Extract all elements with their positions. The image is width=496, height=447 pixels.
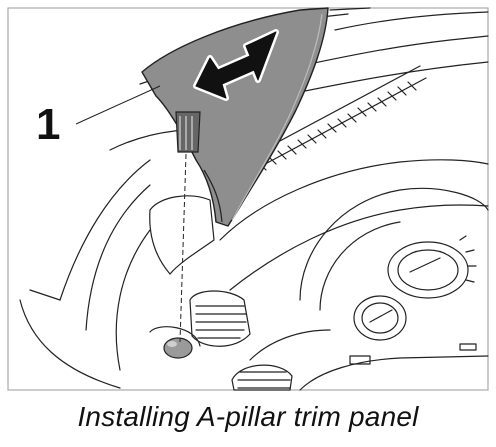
figure-caption: Installing A-pillar trim panel	[77, 401, 419, 432]
lower-dash-line	[299, 355, 489, 391]
dashboard-sweep-2	[229, 204, 489, 291]
lower-dash-line-2	[249, 329, 331, 361]
cluster-hood	[299, 187, 489, 301]
dash-small-detail	[349, 343, 477, 365]
lower-left-curve	[19, 299, 121, 389]
trim-panel-edge	[203, 169, 223, 223]
callout-number: 1	[36, 100, 61, 149]
alignment-line	[179, 153, 187, 343]
dashboard-sweep	[219, 159, 489, 241]
trim-clip-hole	[163, 337, 193, 359]
callout-leader-line	[75, 85, 161, 125]
trim-clip-hole-ring	[149, 326, 201, 347]
cluster-hood-inner	[319, 221, 401, 311]
center-air-vent	[231, 364, 293, 391]
arrow-icon	[193, 29, 279, 101]
side-air-vent	[189, 290, 251, 347]
instrument-gauges	[353, 235, 477, 341]
retaining-clip	[175, 111, 201, 153]
left-panel-line	[29, 289, 61, 301]
dashboard-lower-edge	[59, 159, 151, 301]
dashboard-side-edge	[85, 184, 151, 331]
side-panel-cutout	[149, 195, 215, 275]
a-pillar-trim-panel	[141, 7, 329, 227]
windshield-frame	[334, 11, 489, 31]
dashboard-side-edge-inner	[115, 229, 151, 371]
trim-panel-highlight	[231, 13, 323, 221]
